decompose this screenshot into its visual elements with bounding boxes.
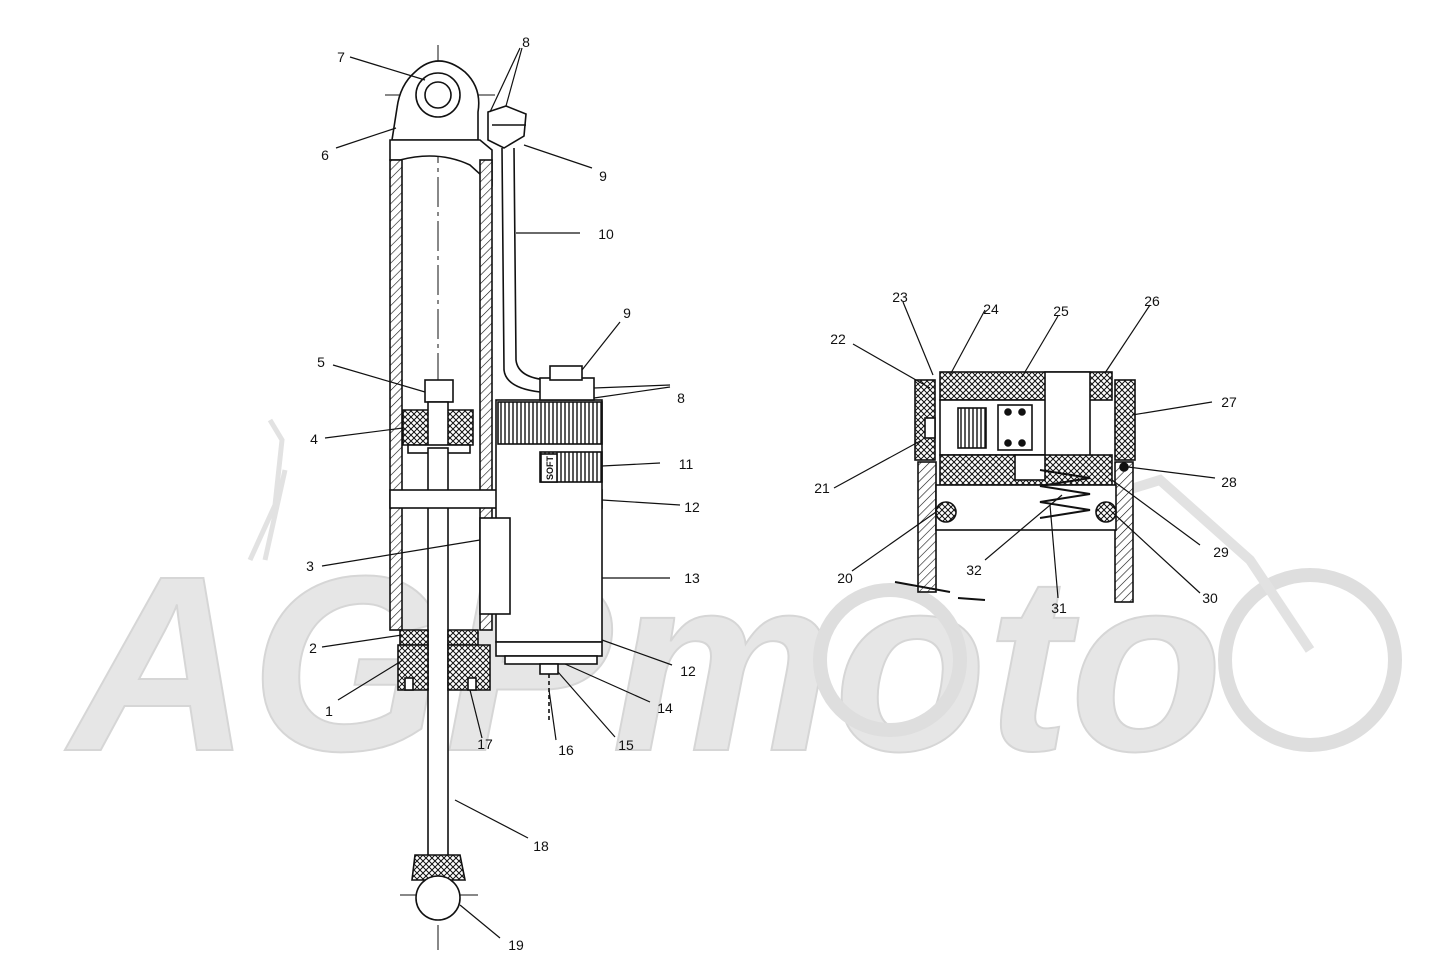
valve-cage [997, 404, 1033, 451]
callout-27: 27 [1221, 394, 1237, 410]
body-wall-right [479, 159, 493, 631]
callout-10: 10 [598, 226, 614, 242]
watermark-wheel-icon [813, 568, 1402, 752]
body-wall-left [389, 159, 403, 631]
cylinder-wall-left [917, 461, 937, 593]
piston-nut [424, 379, 454, 403]
bushing-left [404, 677, 414, 691]
valve-spool [957, 407, 987, 449]
callout-8-bottom: 8 [677, 390, 685, 406]
callout-18: 18 [533, 838, 549, 854]
callout-23: 23 [892, 289, 908, 305]
callout-8-top: 8 [522, 34, 530, 50]
valve-seat [1044, 371, 1091, 468]
end-cap [389, 139, 493, 187]
leader-lines [321, 47, 1216, 939]
valve-core [539, 663, 559, 675]
callout-12-bottom: 12 [680, 663, 696, 679]
spring [1039, 469, 1091, 519]
piston-detail-section [894, 371, 1136, 603]
seal-21 [924, 417, 936, 439]
callout-9-top: 9 [599, 168, 607, 184]
callout-12-top: 12 [684, 499, 700, 515]
lower-eye [415, 875, 461, 921]
ball-3 [1004, 439, 1012, 447]
watermark: AGPmoto [63, 418, 1402, 804]
callout-11: 11 [679, 456, 694, 472]
callout-6: 6 [321, 147, 329, 163]
callout-32: 32 [966, 562, 982, 578]
watermark-tower [247, 418, 288, 562]
lower-chamber [935, 484, 1117, 531]
callout-15: 15 [618, 737, 634, 753]
top-eye-bore [424, 81, 452, 109]
callout-7: 7 [337, 49, 345, 65]
fitting-nut [549, 365, 583, 381]
callout-2: 2 [309, 640, 317, 656]
bumper-right [447, 644, 491, 691]
callout-1: 1 [325, 703, 333, 719]
valve-chamber [939, 399, 1051, 456]
callout-4: 4 [310, 431, 318, 447]
callout-5: 5 [317, 354, 325, 370]
ball-4 [1018, 439, 1026, 447]
break-line [894, 581, 986, 601]
reservoir-end-cap [495, 641, 603, 657]
bushing-right [467, 677, 477, 691]
callout-9-bottom: 9 [623, 305, 631, 321]
hose-fitting-bottom [539, 377, 595, 401]
hose [501, 147, 549, 393]
knob-label-plate [540, 453, 558, 483]
shock-absorber-assembly: SOFT [385, 45, 603, 950]
cylinder-cap-right [1114, 379, 1136, 461]
callout-labels: 7 6 8 9 10 5 4 9 8 11 12 3 13 2 12 1 14 … [306, 34, 1237, 953]
callout-20: 20 [837, 570, 853, 586]
ball-2 [1018, 408, 1026, 416]
callout-17: 17 [477, 736, 493, 752]
callout-21: 21 [814, 480, 830, 496]
callout-30: 30 [1202, 590, 1218, 606]
callout-25: 25 [1053, 303, 1069, 319]
callout-26: 26 [1144, 293, 1160, 309]
shaft [427, 447, 449, 859]
ring-28 [1119, 462, 1129, 472]
bladder [479, 517, 511, 615]
o-ring-right [1095, 501, 1117, 523]
callout-31: 31 [1051, 600, 1067, 616]
lower-eye-weld [411, 854, 466, 881]
callout-22: 22 [830, 331, 846, 347]
callout-24: 24 [983, 301, 999, 317]
callout-16: 16 [558, 742, 574, 758]
seal-head-left [399, 629, 429, 646]
callout-19: 19 [508, 937, 524, 953]
ball-1 [1004, 408, 1012, 416]
reservoir-cap-knurl [497, 401, 603, 445]
cylinder-wall-right [1114, 461, 1134, 603]
hose-fitting-top [487, 105, 527, 149]
piston-bolt [427, 401, 449, 449]
reservoir-retainer [504, 655, 598, 665]
callout-13: 13 [684, 570, 700, 586]
o-ring-left [935, 501, 957, 523]
port [1014, 454, 1046, 481]
watermark-text: AGPmoto [64, 524, 1223, 803]
callout-28: 28 [1221, 474, 1237, 490]
callout-3: 3 [306, 558, 314, 574]
callout-29: 29 [1213, 544, 1229, 560]
callout-14: 14 [657, 700, 673, 716]
seal-head-right [447, 629, 479, 646]
knob-label: SOFT [545, 455, 555, 480]
